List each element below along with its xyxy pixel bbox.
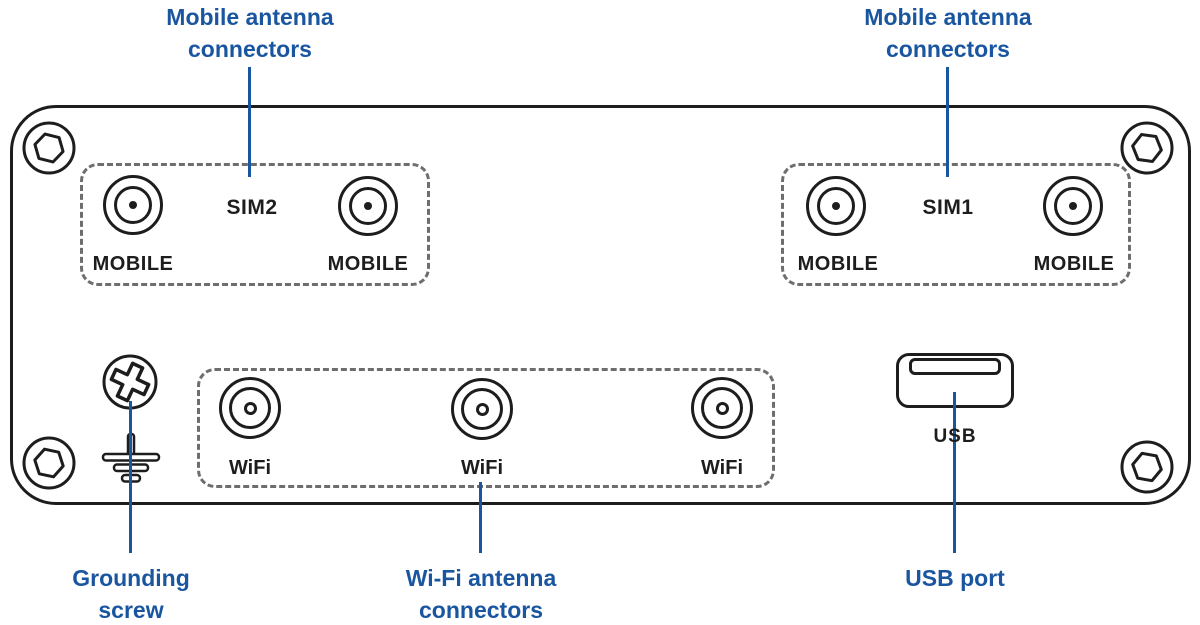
mobile-port-label: MOBILE [1033,253,1115,275]
connector-pin [475,402,489,416]
sma-mobile-connector-icon [338,176,398,236]
connector-pin [129,201,137,209]
device-panel-outline [10,105,1191,505]
callout-line: Wi-Fi antenna [405,565,557,591]
leader-line-wifi [479,482,482,553]
callout-usb-port: USB port [905,562,1005,594]
hex-screw-icon [22,121,76,175]
mobile-port-label: MOBILE [327,253,409,275]
leader-line-mobile-right [946,67,949,177]
callout-line: Grounding [72,565,190,591]
connector-ring [701,387,743,429]
connector-ring [1054,187,1092,225]
connector-pin [1069,202,1077,210]
sma-wifi-connector-icon [451,378,513,440]
callout-line: connectors [188,36,312,62]
callout-line: connectors [419,597,543,623]
callout-line: Mobile antenna [166,4,334,30]
sim1-antenna-group-box [781,163,1131,286]
usb-slot [909,358,1001,375]
callout-line: USB port [905,565,1005,591]
leader-line-grounding [129,401,132,553]
callout-line: connectors [886,36,1010,62]
wifi-port-label: WiFi [700,457,744,479]
sim2-antenna-group-box [80,163,430,286]
connector-pin [364,202,372,210]
sma-mobile-connector-icon [103,175,163,235]
leader-line-usb [953,392,956,553]
callout-mobile-antenna-right: Mobile antenna connectors [864,1,1031,65]
connector-ring [817,187,855,225]
sim1-label: SIM1 [922,196,974,219]
callout-line: Mobile antenna [864,4,1032,30]
callout-line: screw [98,597,164,623]
connector-pin [832,202,840,210]
wifi-antenna-group-box [197,368,775,488]
connector-ring [349,187,387,225]
connector-ring [461,388,503,430]
callout-wifi-antenna: Wi-Fi antenna connectors [406,562,557,625]
sma-mobile-connector-icon [1043,176,1103,236]
callout-grounding-screw: Grounding screw [72,562,190,625]
hex-screw-icon [22,436,76,490]
grounding-screw-icon [102,354,158,410]
hex-screw-icon [1120,121,1174,175]
leader-line-mobile-left [248,67,251,177]
mobile-port-label: MOBILE [92,253,174,275]
callout-mobile-antenna-left: Mobile antenna connectors [166,1,333,65]
sma-mobile-connector-icon [806,176,866,236]
connector-ring [114,186,152,224]
sma-wifi-connector-icon [691,377,753,439]
mobile-port-label: MOBILE [797,253,879,275]
hex-screw-icon [1120,440,1174,494]
sim2-label: SIM2 [226,196,278,219]
sma-wifi-connector-icon [219,377,281,439]
connector-ring [229,387,271,429]
wifi-port-label: WiFi [460,457,504,479]
wifi-port-label: WiFi [228,457,272,479]
connector-pin [243,401,257,415]
usb-label: USB [933,426,977,447]
connector-pin [715,401,729,415]
